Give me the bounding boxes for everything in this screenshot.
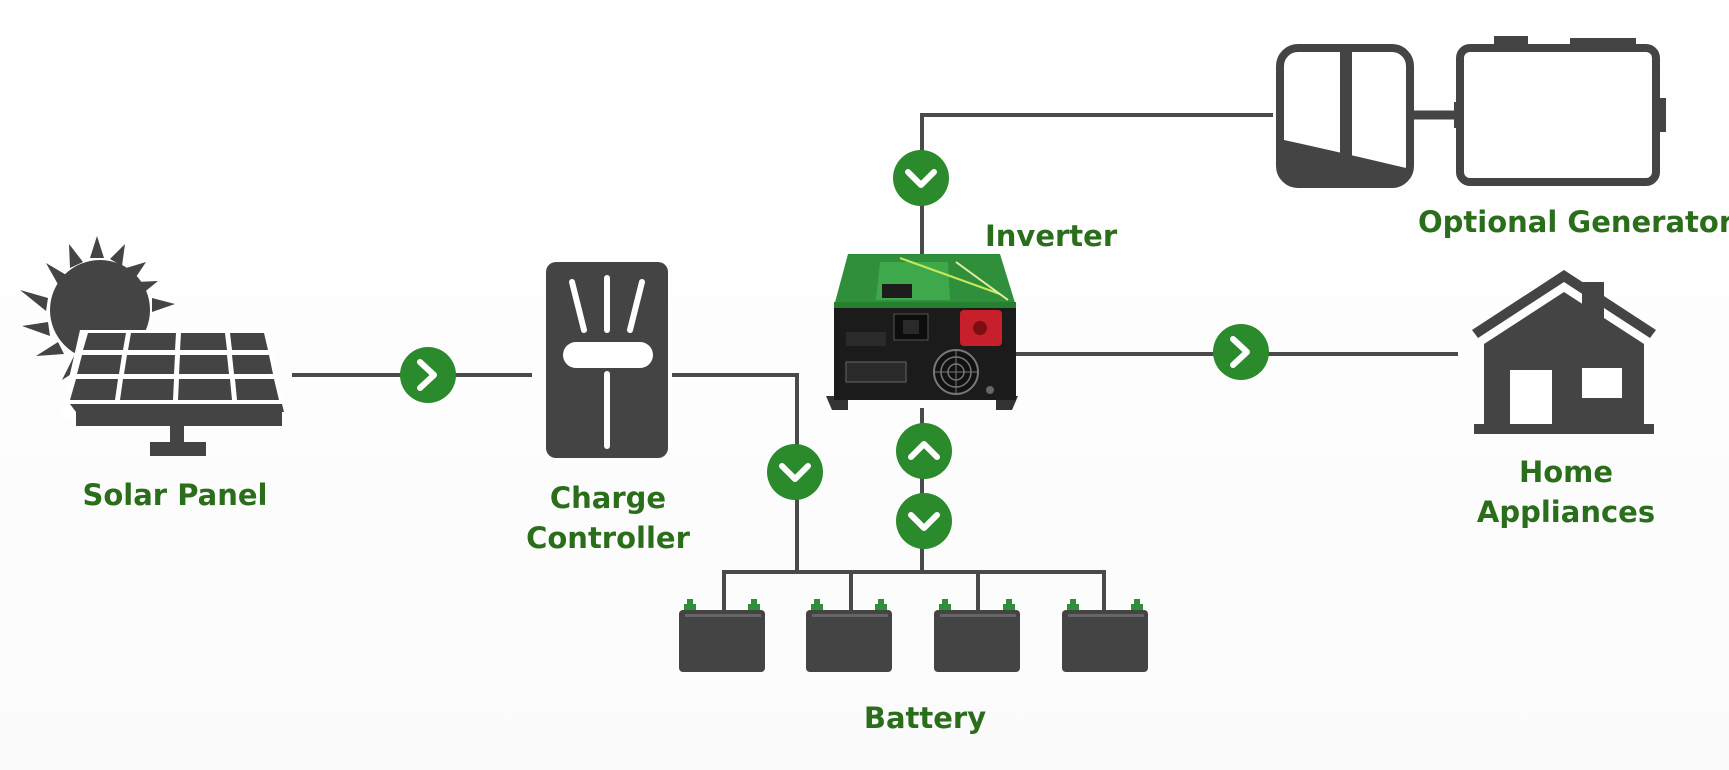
battery-label: Battery [863,701,987,735]
sun-icon [20,236,175,380]
battery-bank [679,599,1148,672]
optional-generator-label: Optional Generator [1418,205,1729,239]
battery-icon [806,599,892,672]
solar-panel-label: Solar Panel [82,478,268,512]
charge-controller-label: Charge Controller [520,478,696,558]
battery-icon [934,599,1020,672]
charge-controller-label-line-1: Charge [549,481,667,515]
chevron-up-icon [896,423,952,479]
inverter-label: Inverter [985,219,1118,253]
chevron-down-icon [896,493,952,549]
home-appliances-label: Home Appliances [1474,452,1658,532]
inverter-device [826,254,1018,410]
chevron-down-icon [767,444,823,500]
wire-battery-bus [722,570,1106,612]
solar-panel-icon [20,236,288,456]
chevron-down-icon [893,150,949,206]
generator-icon [1276,36,1666,188]
battery-icon [1062,599,1148,672]
wires [292,113,1458,612]
battery-icon [679,599,765,672]
home-appliances-label-line-2: Appliances [1476,495,1656,529]
panel-cells [70,333,284,456]
wire-controller-to-battery-bus [672,373,799,572]
home-appliances-label-line-1: Home [1518,455,1614,489]
house-icon [1472,270,1656,434]
arrow-badges [400,150,1269,549]
chevron-right-icon [400,347,456,403]
charge-controller-label-line-2: Controller [526,521,690,555]
chevron-right-icon [1213,324,1269,380]
wire-generator-to-inverter [920,113,1273,255]
charge-controller-icon [546,262,668,458]
